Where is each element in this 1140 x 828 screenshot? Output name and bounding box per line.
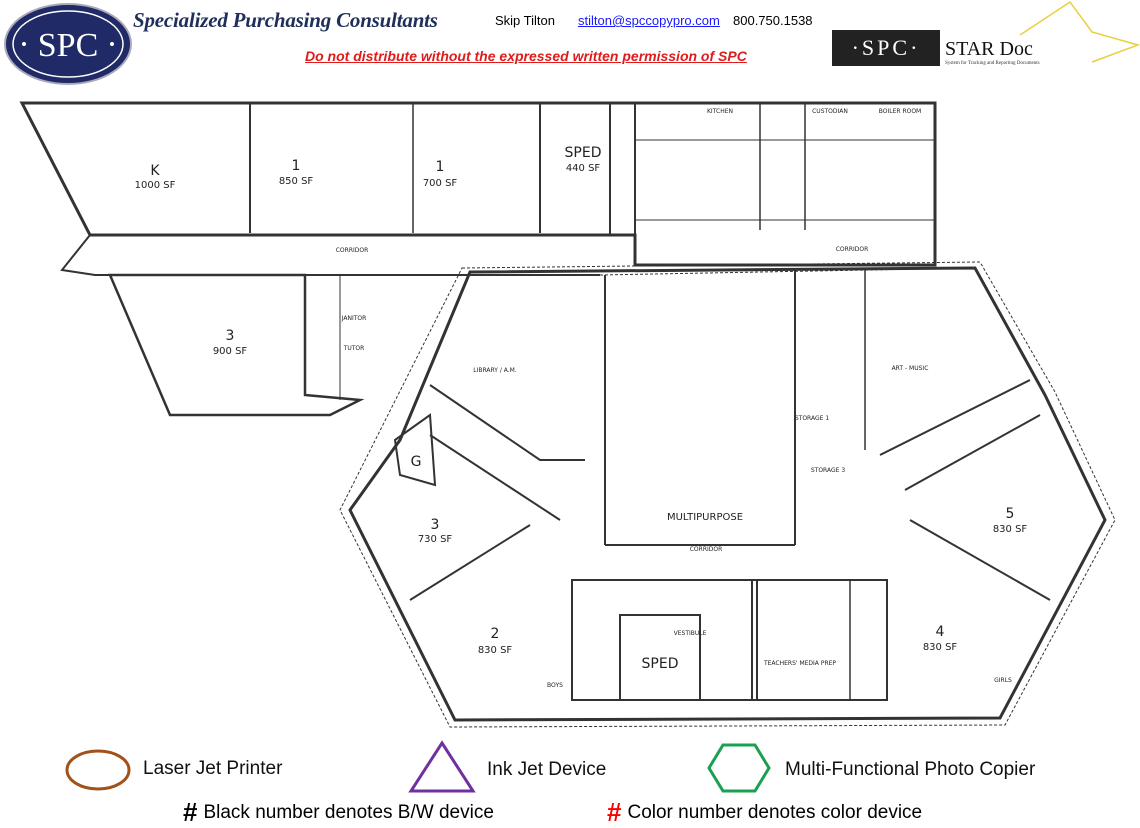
legend-mfp-label: Multi-Functional Photo Copier <box>785 759 1036 780</box>
room-storage-3: STORAGE 3 <box>811 467 845 474</box>
room-1-850: 1 850 SF <box>279 158 314 187</box>
contact-phone: 800.750.1538 <box>733 13 813 28</box>
room-sped-north: SPED 440 SF <box>565 145 602 174</box>
svg-text:1: 1 <box>292 158 301 174</box>
contact-email-link[interactable]: stilton@spccopypro.com <box>578 13 720 28</box>
svg-text:830 SF: 830 SF <box>478 645 513 656</box>
color-number-note: #Color number denotes color device <box>607 797 923 827</box>
room-2: 2 830 SF <box>478 626 513 656</box>
svg-text:5: 5 <box>1006 506 1015 522</box>
room-g: G <box>411 454 422 470</box>
room-girls: GIRLS <box>994 677 1012 684</box>
room-3-730: 3 730 SF <box>418 517 453 545</box>
svg-text:K: K <box>150 163 160 179</box>
svg-text:STAR Doc: STAR Doc <box>945 38 1033 60</box>
company-name: Specialized Purchasing Consultants <box>133 8 438 32</box>
room-janitor: JANITOR <box>341 315 367 322</box>
room-custodian: CUSTODIAN <box>812 108 848 115</box>
svg-text:·SPC·: ·SPC· <box>852 35 921 60</box>
room-k: K 1000 SF <box>135 163 176 191</box>
spc-logo: SPC <box>4 3 132 85</box>
svg-text:3: 3 <box>431 517 440 533</box>
legend-inkjet-label: Ink Jet Device <box>487 759 607 780</box>
contact-name: Skip Tilton <box>495 13 555 28</box>
star-doc-logo: ·SPC· STAR Doc System for Tracking and R… <box>832 0 1140 66</box>
svg-text:1000 SF: 1000 SF <box>135 180 176 191</box>
room-multipurpose: MULTIPURPOSE <box>667 512 743 523</box>
room-boiler: BOILER ROOM <box>879 108 922 115</box>
room-storage-1: STORAGE 1 <box>795 415 829 422</box>
svg-text:440 SF: 440 SF <box>566 163 601 174</box>
svg-text:730 SF: 730 SF <box>418 534 453 545</box>
room-library: LIBRARY / A.M. <box>473 367 517 374</box>
room-sped-south: SPED <box>642 656 679 672</box>
ink-jet-triangle-icon <box>408 740 476 793</box>
distribution-warning: Do not distribute without the expressed … <box>305 48 747 64</box>
room-tutor: TUTOR <box>343 345 365 352</box>
room-4: 4 830 SF <box>923 624 958 653</box>
room-1-700: 1 700 SF <box>423 159 458 189</box>
south-building-outline <box>348 266 1107 722</box>
svg-text:3: 3 <box>226 328 235 344</box>
room-boys: BOYS <box>547 682 563 689</box>
black-hash-icon: # <box>183 797 198 827</box>
corridor-south: CORRIDOR <box>690 546 723 553</box>
room-5: 5 830 SF <box>993 506 1028 535</box>
svg-text:700 SF: 700 SF <box>423 178 458 189</box>
svg-text:830 SF: 830 SF <box>993 524 1028 535</box>
svg-text:SPC: SPC <box>38 27 99 64</box>
room-teachers-media-prep: TEACHERS' MEDIA PREP <box>763 660 836 667</box>
room-vestibule: VESTIBULE <box>674 630 707 637</box>
room-3-900: 3 900 SF <box>213 328 248 357</box>
legend-laser-label: Laser Jet Printer <box>143 758 283 779</box>
laser-printer-circle-icon <box>65 749 131 791</box>
room-kitchen: KITCHEN <box>707 108 733 115</box>
mfp-hexagon-icon <box>707 743 771 793</box>
svg-text:4: 4 <box>936 624 945 640</box>
svg-text:850 SF: 850 SF <box>279 176 314 187</box>
corridor-east: CORRIDOR <box>836 246 869 253</box>
svg-text:830 SF: 830 SF <box>923 642 958 653</box>
bw-number-note: #Black number denotes B/W device <box>183 797 494 827</box>
svg-text:2: 2 <box>491 626 500 642</box>
red-hash-icon: # <box>607 797 622 827</box>
floor-plan: K 1000 SF 1 850 SF 1 700 SF SPED 440 SF … <box>19 101 1116 728</box>
svg-text:900 SF: 900 SF <box>213 346 248 357</box>
room-art-music: ART - MUSIC <box>892 365 929 372</box>
corridor-west: CORRIDOR <box>336 247 369 254</box>
svg-text:SPED: SPED <box>565 145 602 161</box>
svg-text:1: 1 <box>436 159 445 175</box>
svg-text:System for Tracking and Report: System for Tracking and Reporting Docume… <box>945 61 1040 66</box>
